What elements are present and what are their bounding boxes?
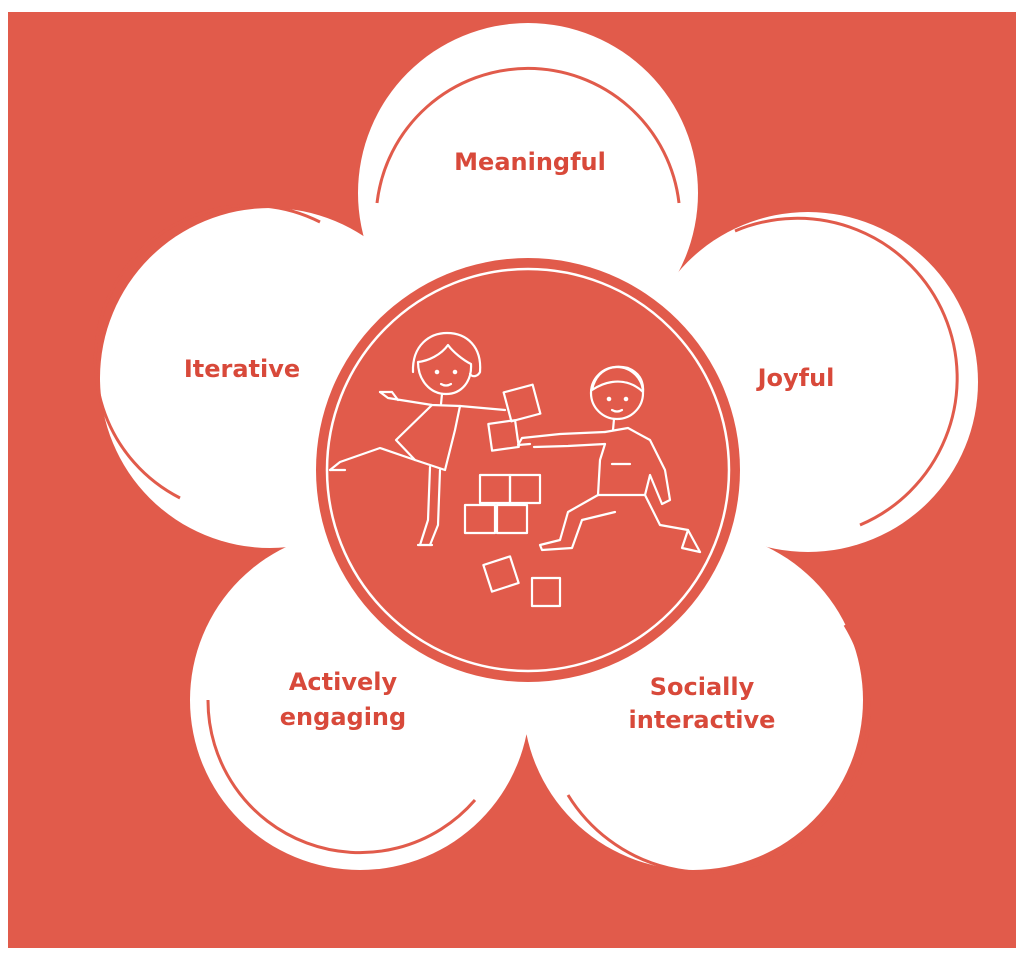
girl-mouth [439, 382, 453, 387]
block [502, 383, 542, 423]
girl-hand-left [378, 390, 400, 402]
boy-neck [611, 417, 616, 432]
boy-foot-back [680, 528, 702, 554]
girl-figure [328, 331, 507, 547]
petal-arc [206, 699, 477, 855]
petal-arc [93, 203, 321, 500]
girl-face [416, 343, 473, 396]
petal-arc [566, 624, 871, 875]
boy-eye-right [623, 396, 629, 402]
block [482, 555, 520, 593]
center-disc [316, 258, 740, 682]
boy-leg-back [643, 493, 702, 554]
petal-label-joyful: Joyful [756, 364, 835, 392]
boy-torso [596, 426, 672, 506]
block [487, 419, 520, 452]
block [495, 503, 529, 535]
boy-mouth [610, 408, 624, 413]
petal-label-socially: Socially [650, 673, 755, 701]
petal-label-iterative: Iterative [184, 355, 300, 383]
boy-eye-left [606, 396, 612, 402]
block [530, 576, 562, 608]
petal-arc [375, 66, 681, 204]
center-inner-ring [325, 267, 731, 673]
petal-label-meaningful: Meaningful [454, 148, 606, 176]
girl-eye-left [434, 369, 440, 375]
petal-label-actively: Actively [289, 668, 398, 696]
block [508, 473, 542, 505]
blocks [463, 383, 562, 608]
petal-label-interactive: interactive [629, 706, 776, 734]
girl-dress [394, 403, 462, 472]
girl-neck [439, 392, 444, 406]
boy-figure [516, 365, 702, 554]
girl-leg-right [418, 465, 442, 547]
petal-arc [734, 216, 959, 527]
block [463, 503, 497, 535]
girl-eye-right [452, 369, 458, 375]
boy-hair [590, 365, 645, 394]
center-circle [306, 248, 750, 692]
children-playing-with-blocks-illustration [328, 331, 702, 608]
girl-hair [411, 331, 482, 378]
girl-leg-left [328, 446, 417, 472]
petal-label-engaging: engaging [280, 703, 406, 731]
boy-leg-front [538, 493, 617, 552]
